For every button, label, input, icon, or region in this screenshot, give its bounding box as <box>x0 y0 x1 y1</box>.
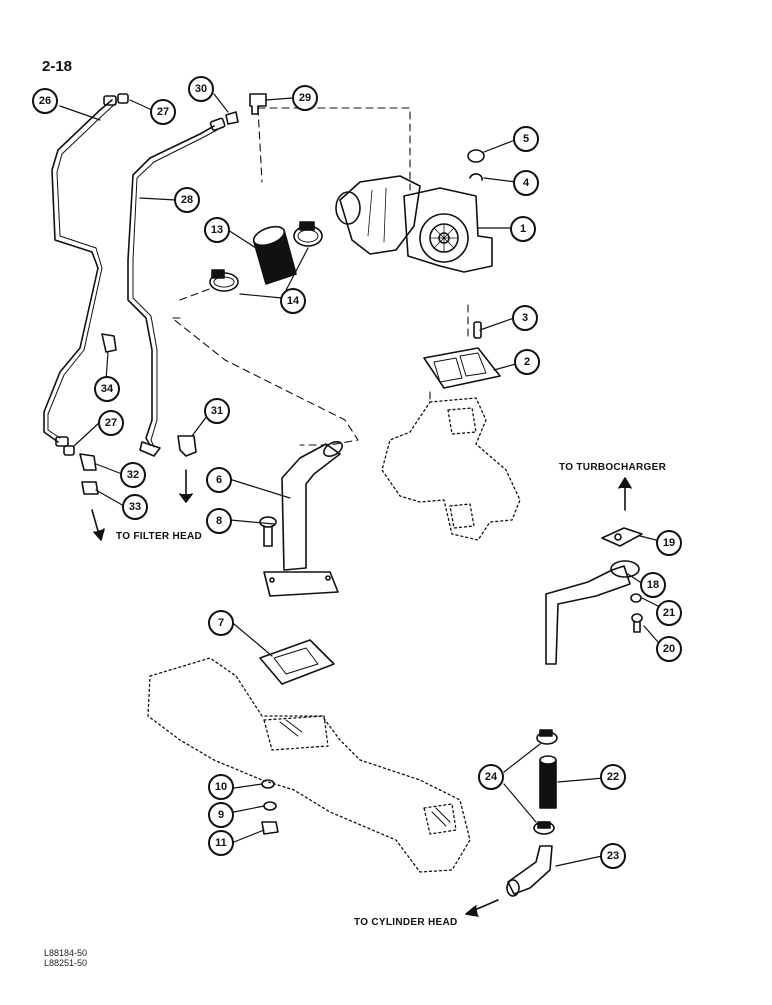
callout-30: 30 <box>188 76 214 102</box>
callout-27: 27 <box>98 410 124 436</box>
callout-34: 34 <box>94 376 120 402</box>
bolt-20 <box>631 613 643 633</box>
callout-13: 13 <box>204 217 230 243</box>
callout-22: 22 <box>600 764 626 790</box>
hose-13 <box>252 225 297 285</box>
callout-24: 24 <box>478 764 504 790</box>
callout-10: 10 <box>208 774 234 800</box>
nut-5 <box>467 149 485 163</box>
label-to-turbocharger: TO TURBOCHARGER <box>559 462 667 473</box>
tube-23 <box>506 845 553 897</box>
gasket-2 <box>423 347 501 389</box>
elbow-29 <box>249 93 267 115</box>
reference-code: L88251-50 <box>44 958 88 968</box>
clamp-24-top <box>536 729 558 745</box>
fitting-27-top <box>117 93 129 104</box>
callout-19: 19 <box>656 530 682 556</box>
callout-7: 7 <box>208 610 234 636</box>
callout-21: 21 <box>656 600 682 626</box>
callout-29: 29 <box>292 85 318 111</box>
washer-9 <box>263 801 277 811</box>
clamp-24-bottom <box>533 821 555 835</box>
callout-31: 31 <box>204 398 230 424</box>
tube-18 <box>545 560 640 665</box>
callout-6: 6 <box>206 467 232 493</box>
gasket-7 <box>259 639 335 685</box>
callout-2: 2 <box>514 349 540 375</box>
ring-4 <box>469 173 483 181</box>
clamp-14-bottom <box>209 269 239 292</box>
callout-11: 11 <box>208 830 234 856</box>
fitting-32 <box>79 453 97 471</box>
callout-1: 1 <box>510 216 536 242</box>
nut-21 <box>630 593 642 603</box>
pipe-6 <box>263 440 343 597</box>
turbocharger-1 <box>335 175 493 273</box>
label-to-cylinder-head: TO CYLINDER HEAD <box>354 917 458 928</box>
fitting-33 <box>81 481 99 495</box>
page-number: 2-18 <box>42 58 73 75</box>
label-to-filter-head: TO FILTER HEAD <box>116 531 203 542</box>
line-28 <box>127 117 226 457</box>
callout-8: 8 <box>206 508 232 534</box>
nut-11 <box>261 821 279 835</box>
fitting-30 <box>225 111 239 125</box>
callout-27: 27 <box>150 99 176 125</box>
washer-10 <box>261 779 275 789</box>
elbow-31 <box>177 435 197 457</box>
exhaust-manifold-upper <box>381 397 521 541</box>
fitting-27-bottom <box>63 445 75 456</box>
line-26 <box>43 95 117 447</box>
gasket-19 <box>601 527 643 547</box>
leader-lines <box>59 93 659 867</box>
callout-23: 23 <box>600 843 626 869</box>
callout-32: 32 <box>120 462 146 488</box>
exhaust-manifold-lower <box>147 657 471 873</box>
callout-26: 26 <box>32 88 58 114</box>
fitting-34 <box>101 333 117 353</box>
hose-22 <box>539 755 557 809</box>
callout-9: 9 <box>208 802 234 828</box>
callout-5: 5 <box>513 126 539 152</box>
clamp-14-top <box>293 221 323 247</box>
callout-28: 28 <box>174 187 200 213</box>
screw-8 <box>259 516 277 547</box>
callout-3: 3 <box>512 305 538 331</box>
callout-4: 4 <box>513 170 539 196</box>
callout-20: 20 <box>656 636 682 662</box>
callout-18: 18 <box>640 572 666 598</box>
reference-code: L88184-50 <box>44 948 88 958</box>
callout-14: 14 <box>280 288 306 314</box>
callout-33: 33 <box>122 494 148 520</box>
